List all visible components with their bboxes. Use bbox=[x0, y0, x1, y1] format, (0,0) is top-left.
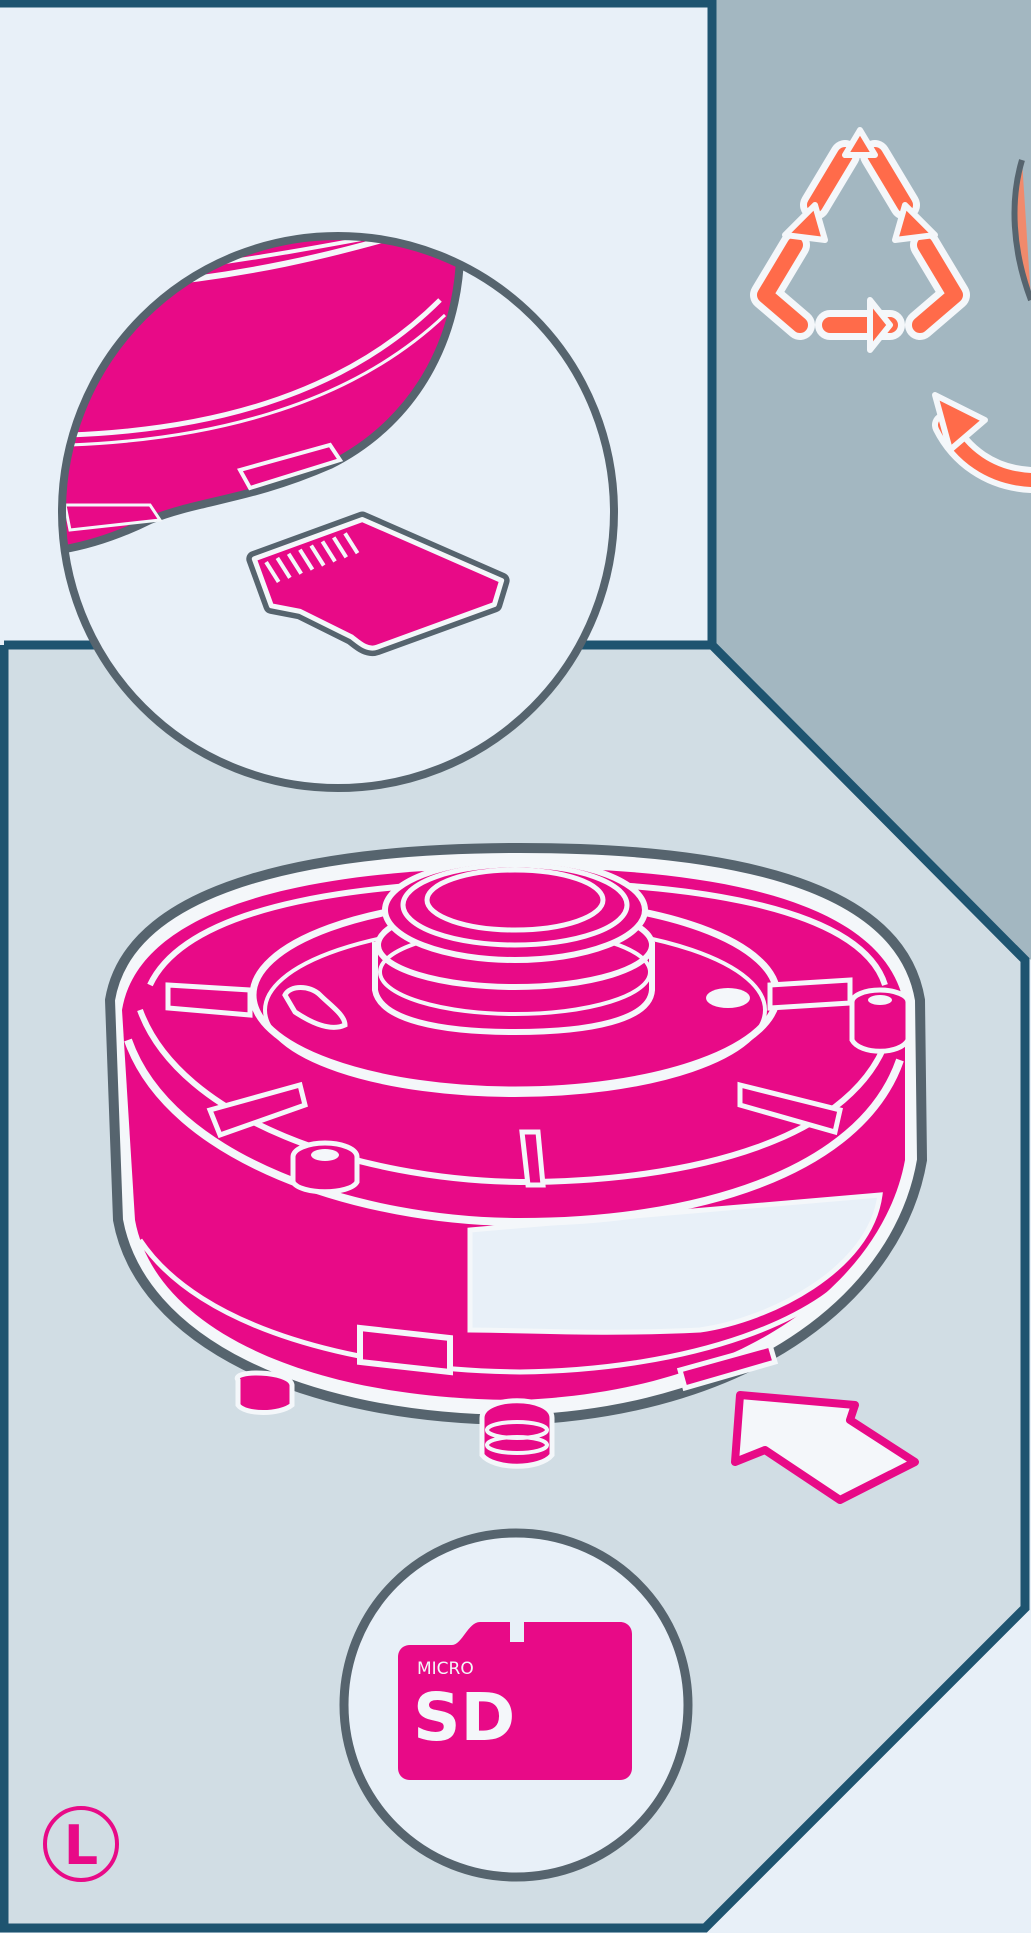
corner-badge-letter: L bbox=[64, 1814, 98, 1877]
sd-badge-big-label: SD bbox=[413, 1679, 515, 1756]
sd-badge-small-label: MICRO bbox=[417, 1659, 474, 1679]
zoom-detail-circle bbox=[60, 230, 614, 788]
micro-sd-badge: MICRO SD bbox=[344, 1533, 688, 1877]
